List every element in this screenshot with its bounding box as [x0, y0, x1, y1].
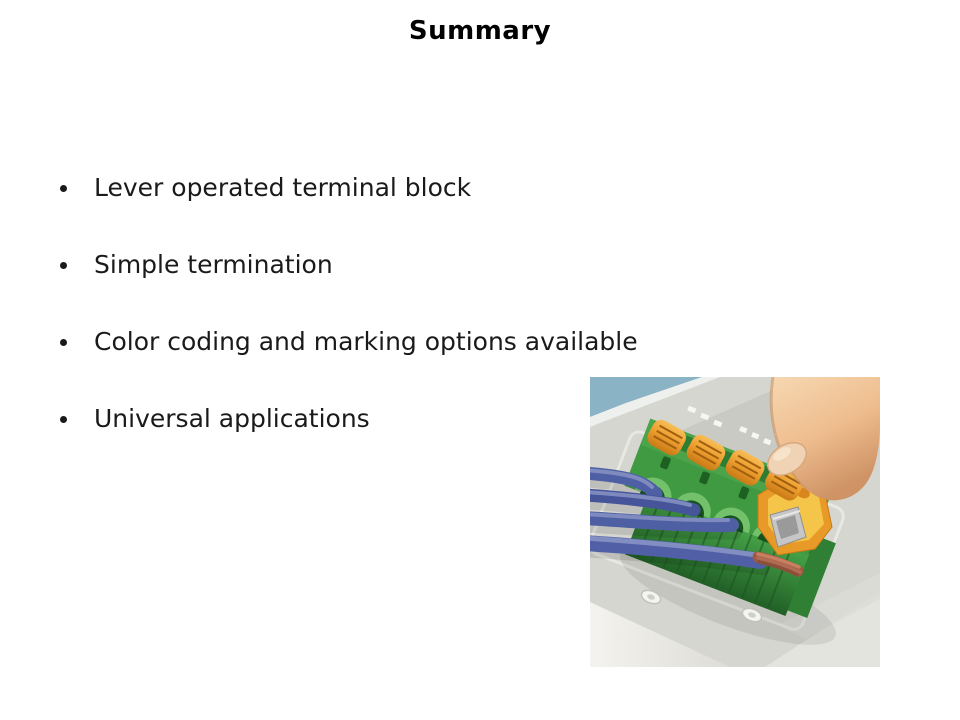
bullet-text: Color coding and marking options availab… [94, 327, 638, 356]
bullet-item: Lever operated terminal block [60, 173, 638, 203]
wires [590, 466, 770, 576]
bullet-icon [60, 185, 67, 192]
product-photo [590, 377, 880, 667]
lever-row [647, 419, 804, 501]
bullet-item: Simple termination [60, 250, 638, 280]
bullet-text: Lever operated terminal block [94, 173, 472, 202]
bullet-item: Universal applications [60, 404, 638, 434]
bullet-icon [60, 416, 67, 423]
bullet-list: Lever operated terminal block Simple ter… [60, 173, 638, 481]
bullet-text: Universal applications [94, 404, 370, 433]
bullet-item: Color coding and marking options availab… [60, 327, 638, 357]
copper-wire [752, 551, 804, 577]
bullet-icon [60, 339, 67, 346]
page-title: Summary [408, 16, 552, 46]
finger [766, 377, 880, 501]
bullet-icon [60, 262, 67, 269]
bullet-text: Simple termination [94, 250, 333, 279]
